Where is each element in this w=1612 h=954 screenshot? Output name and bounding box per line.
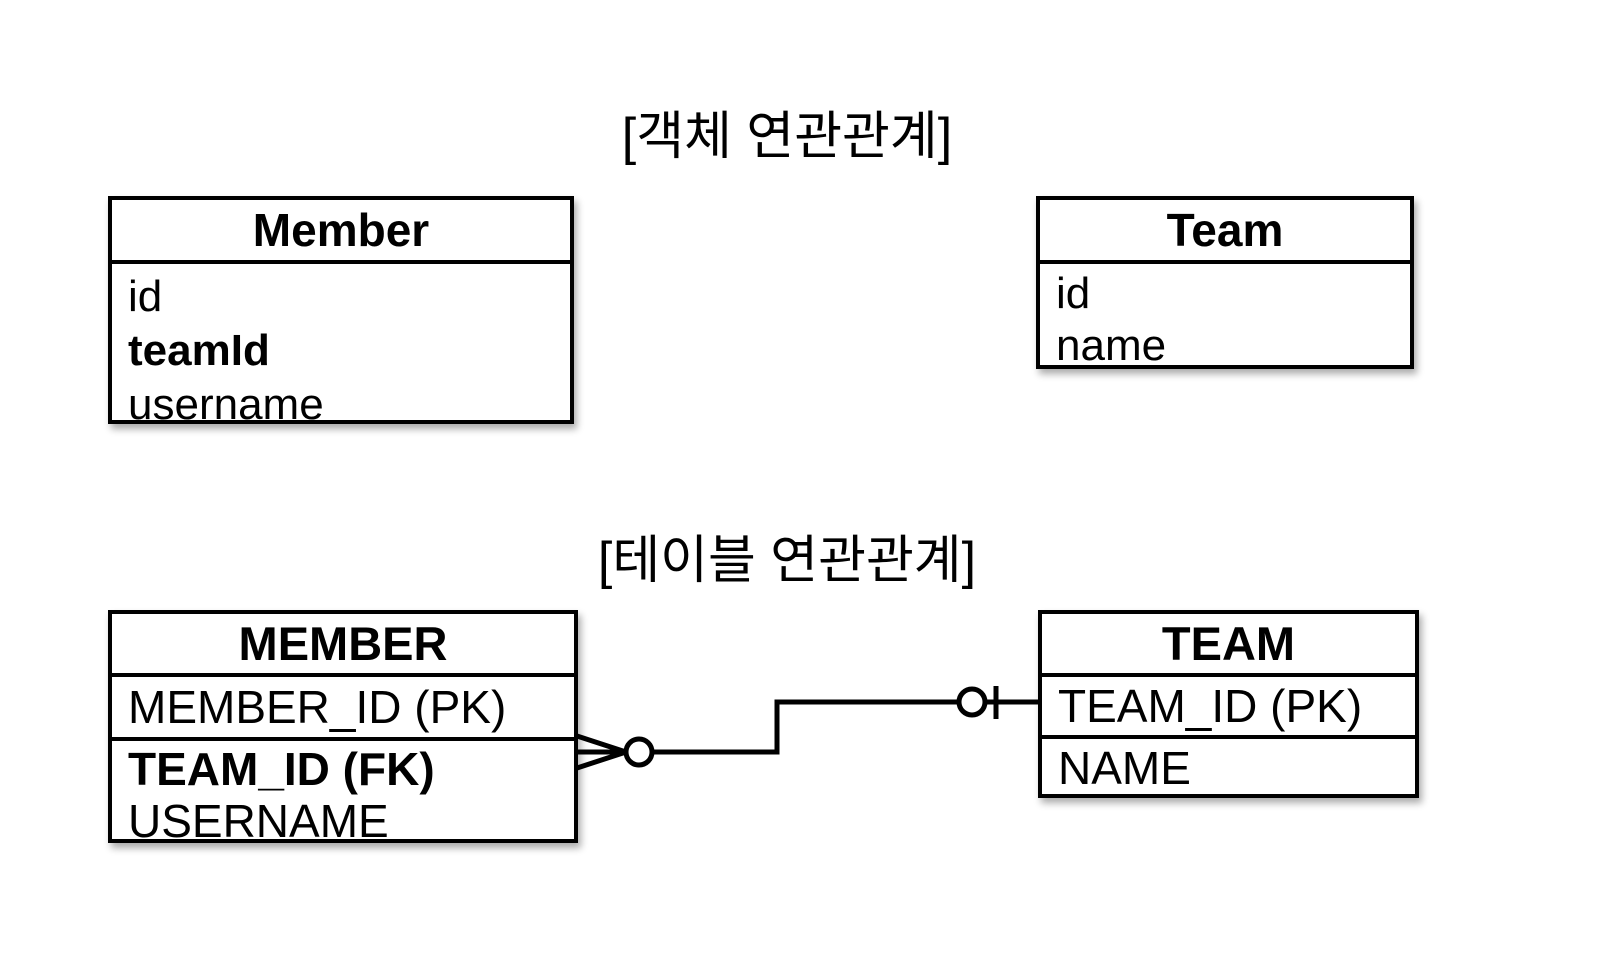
member-field-id: id bbox=[128, 272, 163, 321]
member-table-username-row: USERNAME bbox=[128, 795, 389, 847]
member-class-box: Member id teamId username bbox=[108, 196, 574, 429]
team-class-name: Team bbox=[1040, 200, 1410, 264]
member-class-fields: id teamId username bbox=[112, 264, 570, 432]
team-table-fields: NAME bbox=[1042, 739, 1415, 796]
team-table-pk-row: TEAM_ID (PK) bbox=[1042, 677, 1415, 739]
one-bar-team-icon bbox=[985, 686, 1038, 719]
team-field-name: name bbox=[1056, 321, 1167, 370]
crow-foot-many-icon bbox=[576, 733, 627, 771]
team-class-box: Team id name bbox=[1036, 196, 1414, 372]
team-field-id: id bbox=[1056, 269, 1091, 318]
zero-circle-team-icon bbox=[956, 686, 988, 718]
team-table-name: TEAM bbox=[1042, 614, 1415, 677]
member-table-name: MEMBER bbox=[112, 614, 574, 677]
member-class-name: Member bbox=[112, 200, 570, 264]
zero-circle-member-icon bbox=[623, 736, 655, 768]
member-table-fk-row: TEAM_ID (FK) bbox=[128, 743, 435, 795]
member-table-box: MEMBER MEMBER_ID (PK) TEAM_ID (FK) USERN… bbox=[108, 610, 578, 847]
member-field-username: username bbox=[128, 380, 324, 429]
team-class-fields: id name bbox=[1040, 264, 1410, 372]
member-field-teamid: teamId bbox=[128, 326, 270, 375]
team-table-box: TEAM TEAM_ID (PK) NAME bbox=[1038, 610, 1419, 798]
team-table-name-row: NAME bbox=[1058, 741, 1191, 794]
table-diagram-title: [테이블 연관관계] bbox=[597, 532, 977, 590]
member-table-pk-row: MEMBER_ID (PK) bbox=[112, 677, 574, 741]
connector-line bbox=[652, 699, 959, 755]
object-diagram-title: [객체 연관관계] bbox=[621, 108, 953, 166]
member-table-fields: TEAM_ID (FK) USERNAME bbox=[112, 741, 574, 847]
